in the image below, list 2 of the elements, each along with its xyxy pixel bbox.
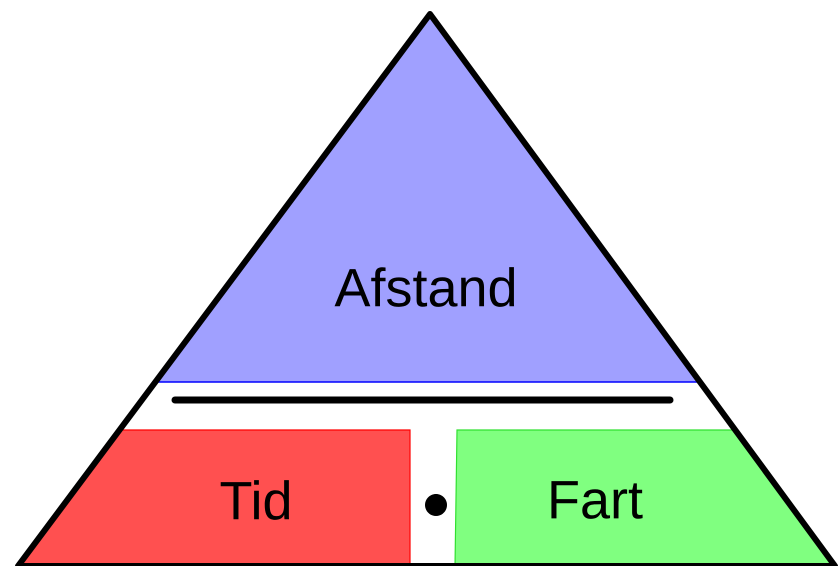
right-region: Fart [454,429,836,566]
top-region: Afstand [155,14,700,383]
